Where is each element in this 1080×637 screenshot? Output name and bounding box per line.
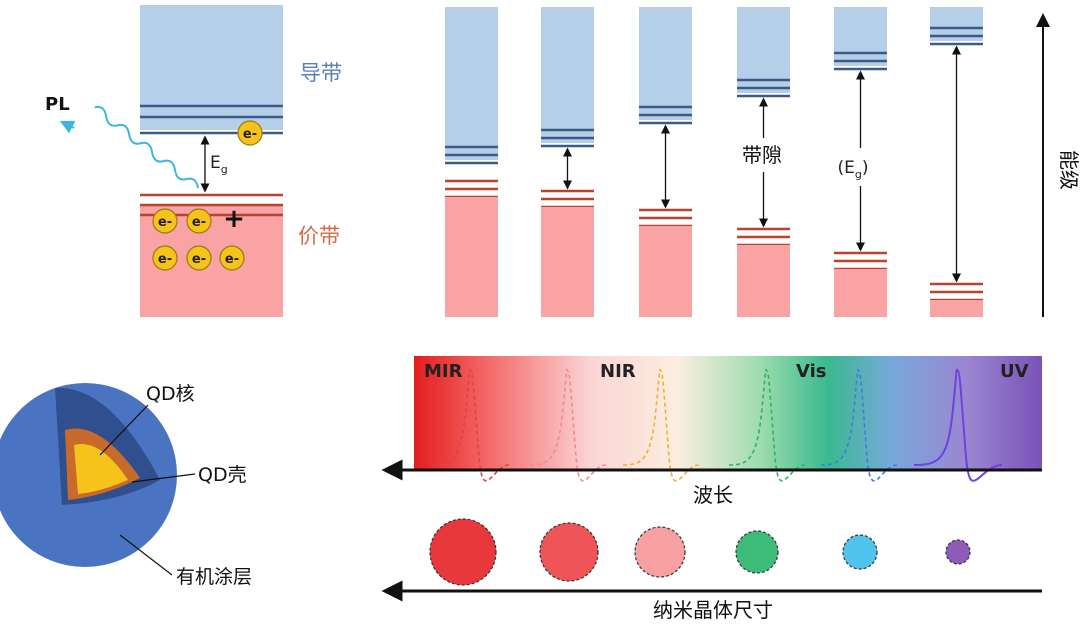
valence-electron: e- xyxy=(152,245,178,271)
gap-label: 带隙 xyxy=(742,143,782,167)
pl-label: PL xyxy=(45,94,70,115)
band-column xyxy=(930,7,983,317)
svg-text:e-: e- xyxy=(225,252,239,267)
region-uv: UV xyxy=(1000,361,1029,382)
emission-peak xyxy=(432,368,510,482)
valence-electron: e- xyxy=(186,208,212,234)
column-conduction-band xyxy=(541,7,594,143)
column-valence-band xyxy=(737,245,790,317)
size-axis-label: 纳米晶体尺寸 xyxy=(653,598,773,622)
svg-text:e-: e- xyxy=(243,127,257,142)
valence-electrons: e- e- e- e- e- xyxy=(152,208,245,271)
column-valence-band xyxy=(930,300,983,317)
energy-axis-label: 能级 xyxy=(1057,150,1080,190)
conduction-electron: e- xyxy=(237,120,263,146)
region-mir: MIR xyxy=(424,361,463,382)
column-conduction-band xyxy=(639,7,692,120)
qd-shell-label: QD壳 xyxy=(198,464,247,486)
band-column xyxy=(737,7,790,317)
nanocrystal-dot xyxy=(842,534,878,570)
valence-band-label: 价带 xyxy=(298,224,340,248)
pl-arrow-head xyxy=(59,120,76,134)
core-leader-line xyxy=(99,404,149,456)
emission-peak xyxy=(913,368,1003,482)
emission-peak xyxy=(529,368,607,482)
shell-leader-line xyxy=(131,473,196,483)
column-valence-band xyxy=(639,226,692,317)
band-column xyxy=(834,7,887,317)
coating-label: 有机涂层 xyxy=(176,566,252,588)
nanocrystal-dots xyxy=(429,518,971,586)
coating-leader-line xyxy=(119,534,173,576)
nanocrystal-dot xyxy=(945,539,971,565)
column-conduction-band xyxy=(834,7,887,66)
nanocrystal-dot xyxy=(429,518,497,586)
wavelength-label: 波长 xyxy=(693,483,733,507)
band-gap-label: Eg xyxy=(210,153,228,176)
svg-text:e-: e- xyxy=(158,215,172,230)
svg-text:e-: e- xyxy=(192,215,206,230)
column-valence-band xyxy=(834,269,887,317)
emission-peaks xyxy=(432,368,1003,482)
svg-text:e-: e- xyxy=(192,252,206,267)
band-column xyxy=(541,7,594,317)
conduction-band-label: 导带 xyxy=(300,61,342,85)
emission-peak xyxy=(622,368,700,482)
valence-electron: e- xyxy=(152,208,178,234)
band-column xyxy=(445,7,498,317)
qd-core-label: QD核 xyxy=(146,383,195,405)
column-conduction-band xyxy=(737,7,790,93)
hole-symbol: + xyxy=(223,204,245,234)
size-dependent-bands xyxy=(445,7,983,317)
core-layer xyxy=(74,444,128,494)
column-conduction-band xyxy=(445,7,498,160)
conduction-band xyxy=(140,5,283,130)
valence-electron: e- xyxy=(186,245,212,271)
spectrum-bar xyxy=(414,356,1042,470)
region-vis: Vis xyxy=(796,361,827,382)
band-column xyxy=(639,7,692,317)
quantum-dot-sphere: QD核 QD壳 有机涂层 xyxy=(0,383,252,588)
emission-peak xyxy=(728,368,806,482)
pl-emission-wave xyxy=(94,105,199,189)
bulk-band-diagram: Eg e- e- e- e- e- e- + PL 导带 价带 xyxy=(45,5,342,317)
column-valence-band xyxy=(445,197,498,317)
emission-peak xyxy=(820,368,898,482)
gap-eg-label: (Eg) xyxy=(838,158,869,181)
valence-electron: e- xyxy=(219,245,245,271)
nanocrystal-dot xyxy=(634,526,686,578)
nanocrystal-dot xyxy=(735,530,779,574)
svg-text:e-: e- xyxy=(158,252,172,267)
region-nir: NIR xyxy=(600,361,636,382)
nanocrystal-dot xyxy=(539,522,599,582)
column-valence-band xyxy=(541,207,594,317)
